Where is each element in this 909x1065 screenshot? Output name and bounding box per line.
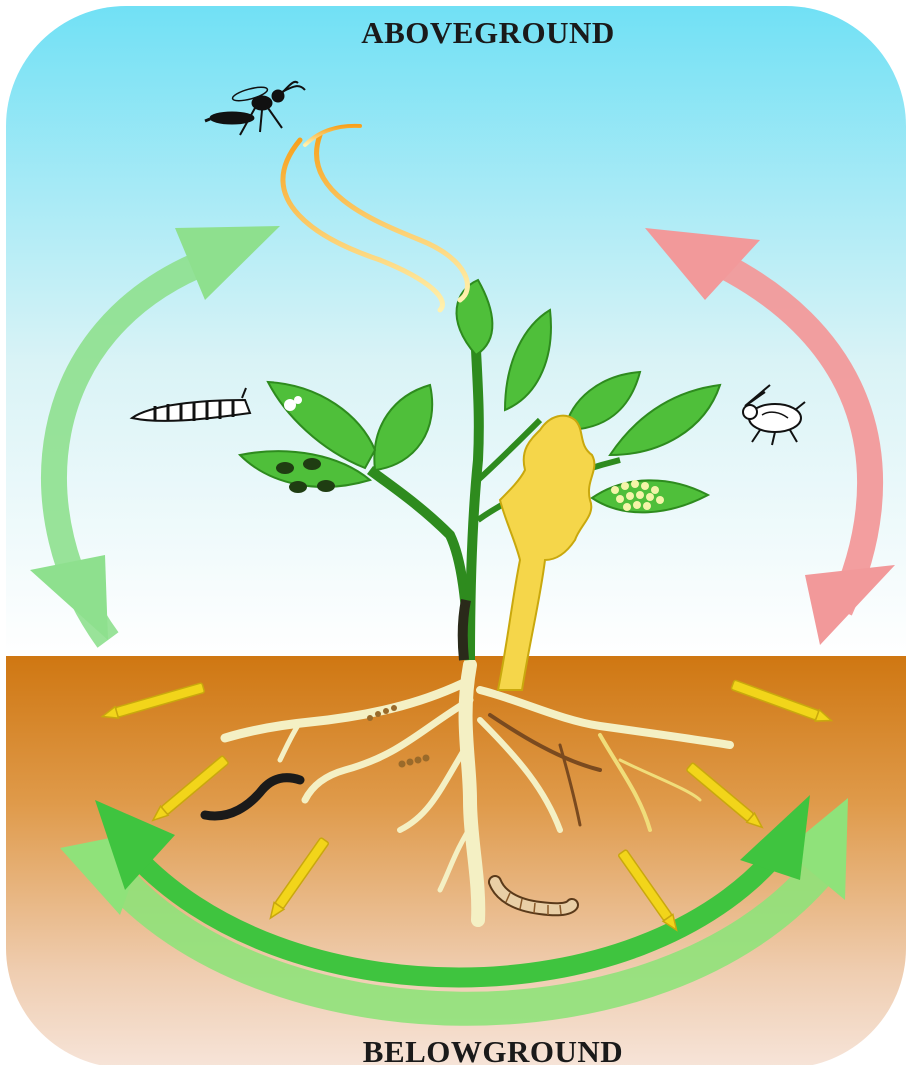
- aboveground-label: ABOVEGROUND: [361, 15, 615, 50]
- belowground-label: BELOWGROUND: [363, 1034, 623, 1065]
